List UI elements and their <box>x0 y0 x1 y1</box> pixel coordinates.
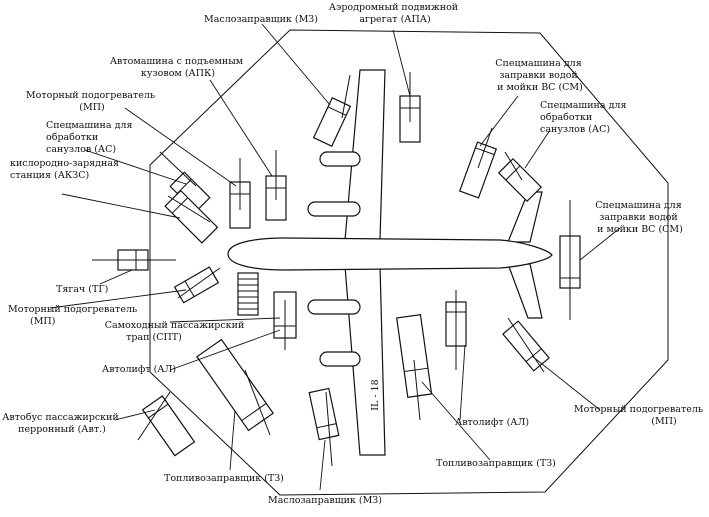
label-tz-right: Топливозаправщик (ТЗ) <box>436 458 556 469</box>
label-sm-right: Спецмашина для заправки водой и мойки ВС… <box>595 200 684 235</box>
label-al-left: Автолифт (АЛ) <box>102 364 176 375</box>
aircraft-stabilizer-upper <box>507 191 543 243</box>
vehicle-sm-top <box>458 141 498 199</box>
aircraft-stabilizer-lower <box>507 263 543 319</box>
vehicle-akzs <box>164 189 219 244</box>
aircraft-engine-4 <box>319 351 361 367</box>
label-al-right: Автолифт (АЛ) <box>455 417 529 428</box>
aircraft-il18: IL - 18 <box>227 69 553 456</box>
aircraft-engine-2 <box>307 201 361 217</box>
aircraft-engine-1 <box>319 151 361 167</box>
label-mp-left: Моторный подогреватель (МП) <box>8 304 140 327</box>
vehicle-as-right <box>497 157 543 203</box>
label-as-right: Спецмашина для обработки санузлов (АС) <box>540 100 629 135</box>
label-spt: Самоходный пассажирский трап (СПТ) <box>105 320 248 343</box>
label-mz-top: Маслозаправщик (МЗ) <box>204 14 318 25</box>
vehicle-bus <box>141 395 196 457</box>
vehicle-tz-left <box>196 338 274 432</box>
aircraft-fuselage <box>227 237 553 271</box>
label-akzs: кислородно-зарядная станция (АКЗС) <box>10 158 122 181</box>
vehicle-mp-right <box>502 320 550 372</box>
aircraft-engine-3 <box>307 299 361 315</box>
label-as-left: Спецмашина для обработки санузлов (АС) <box>46 120 135 155</box>
label-apk: Автомашина с подъемным кузовом (АПК) <box>110 56 246 79</box>
label-tz-left: Топливозаправщик (ТЗ) <box>164 473 284 484</box>
label-tg: Тягач (ТГ) <box>56 284 108 295</box>
passenger-stairs-spt <box>237 272 259 316</box>
apron-boundary <box>149 29 669 496</box>
vehicle-tz-right <box>396 314 433 398</box>
vehicle-mz-bottom <box>308 387 340 441</box>
label-mp-right: Моторный подогреватель (МП) <box>574 404 706 427</box>
leader-lines <box>49 23 621 491</box>
label-apa: Аэродромный подвижной агрегат (АПА) <box>329 2 461 25</box>
label-mz-bottom: Маслозаправщик (МЗ) <box>268 495 382 506</box>
label-sm-top: Спецмашина для заправки водой и мойки ВС… <box>495 58 584 93</box>
label-bus: Автобус пассажирский перронный (Авт.) <box>2 412 122 435</box>
label-mp-top-left: Моторный подогреватель (МП) <box>26 90 158 113</box>
aircraft-label: IL - 18 <box>370 379 381 410</box>
